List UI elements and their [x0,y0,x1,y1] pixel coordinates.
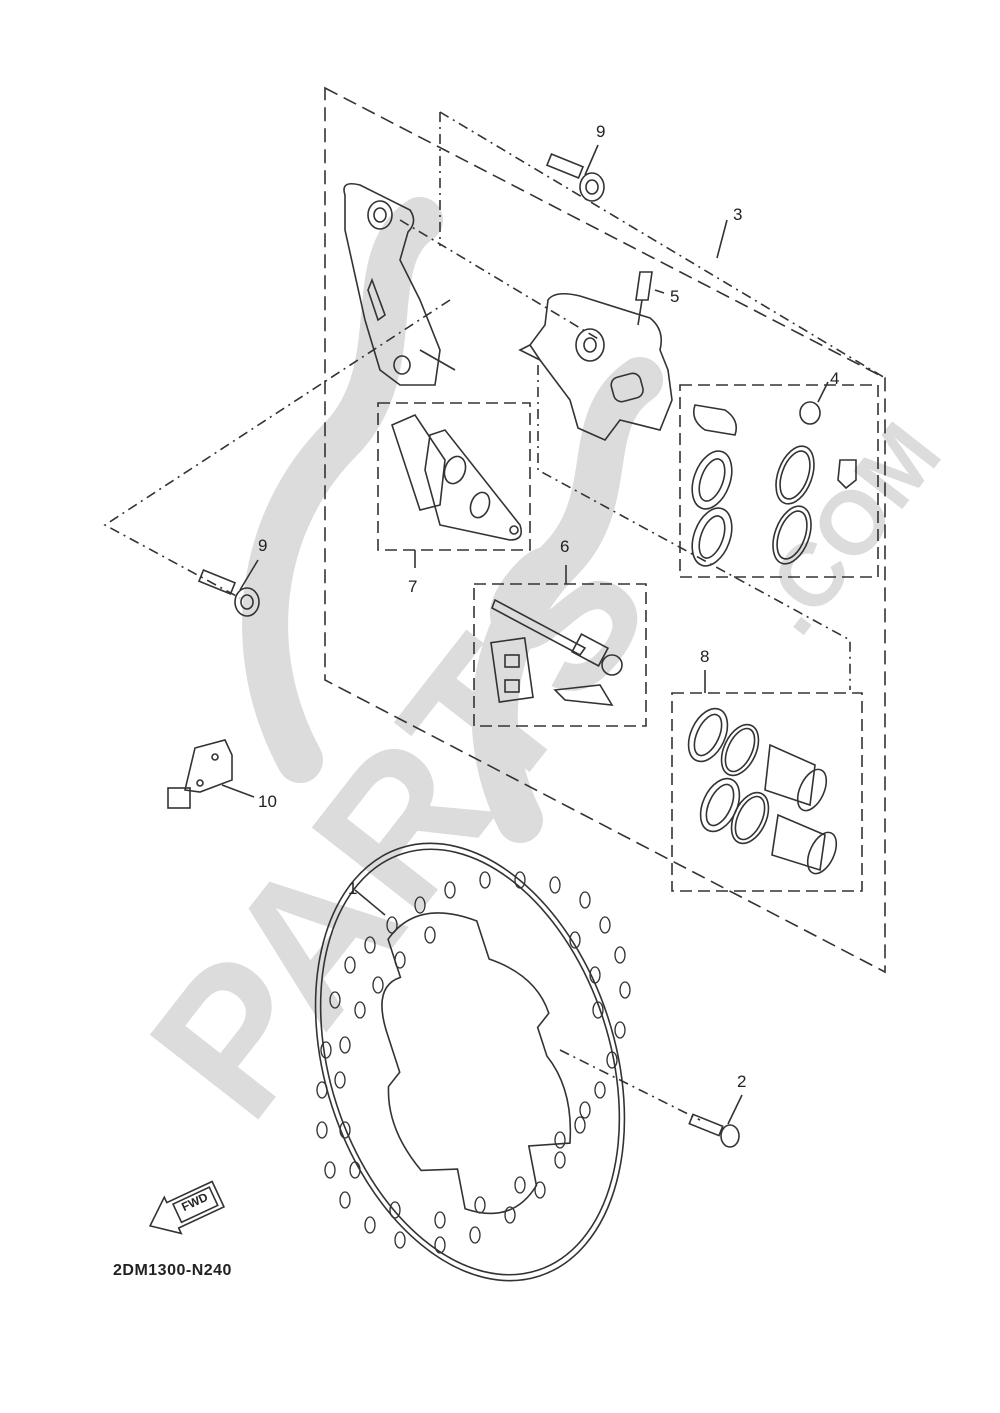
bracket-outline [439,111,886,379]
bleed-screw-icon [635,271,665,326]
seal-kit-box-4 [679,384,879,578]
piston-kit-box-8 [671,692,863,892]
forward-arrow-icon [148,1180,226,1235]
bolt-icon-9-lower [197,559,260,617]
diagram-code: 2DM1300-N240 [113,1262,232,1279]
callout-5[interactable]: 5 [670,287,680,306]
callout-8[interactable]: 8 [700,647,710,666]
brake-disc-icon [314,842,626,1282]
callout-2[interactable]: 2 [737,1072,747,1091]
disc-vent-holes [316,871,631,1254]
pad-support-box-6 [473,583,647,727]
callout-1[interactable]: 1 [348,879,358,898]
hose-clip-icon [167,739,255,809]
pad-pin-spring-icon [490,598,623,706]
callout-9-lower[interactable]: 9 [258,536,268,555]
seal-kit-parts-icon [691,401,857,567]
bolt-icon-9-upper [545,144,605,202]
pad-kit-box-7 [377,402,531,551]
callout-4[interactable]: 4 [830,369,840,388]
callout-3[interactable]: 3 [733,205,743,224]
callout-10[interactable]: 10 [258,792,277,811]
assembly-outline-3 [324,86,886,974]
caliper-bracket-icon [343,182,456,386]
brake-pad-icon [391,413,523,541]
caliper-body-icon [518,292,673,441]
callout-7[interactable]: 7 [408,577,418,596]
disc-bolt-icon [688,1094,743,1148]
callout-6[interactable]: 6 [560,537,570,556]
piston-seal-icon [687,707,838,875]
callout-9-upper[interactable]: 9 [596,122,606,141]
